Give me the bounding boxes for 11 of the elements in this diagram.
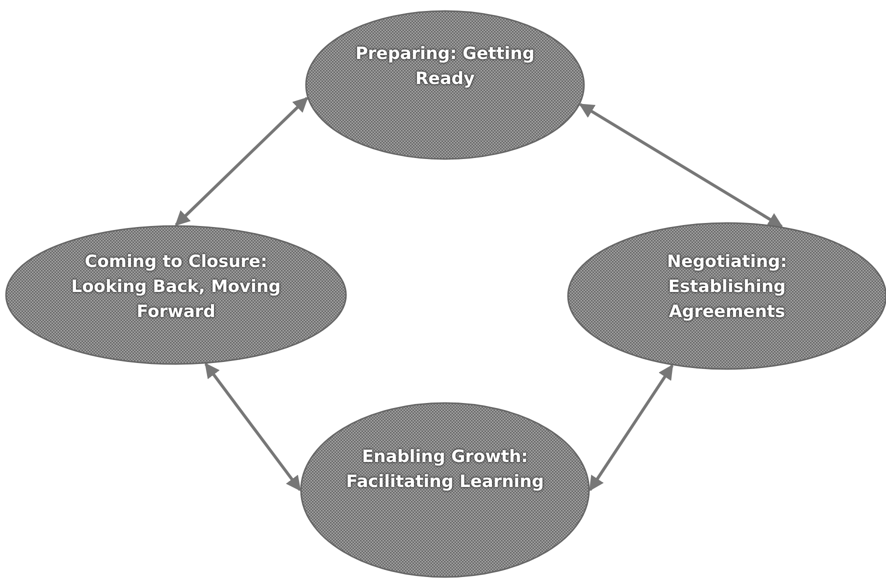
stage-label: Enabling Growth: Facilitating Learning xyxy=(345,446,545,494)
double-arrow xyxy=(578,103,783,228)
stage-ellipse xyxy=(300,402,590,578)
stage-label: Preparing: Getting Ready xyxy=(354,43,536,91)
stage-label: Coming to Closure: Looking Back, Moving Forward xyxy=(70,251,282,324)
double-arrow xyxy=(204,362,302,492)
stage-label: Negotiating: Establishing Agreements xyxy=(666,251,788,324)
stage-ellipse xyxy=(5,225,347,365)
double-arrow xyxy=(174,96,308,226)
stage-ellipse xyxy=(305,10,585,160)
double-arrow xyxy=(588,364,674,492)
